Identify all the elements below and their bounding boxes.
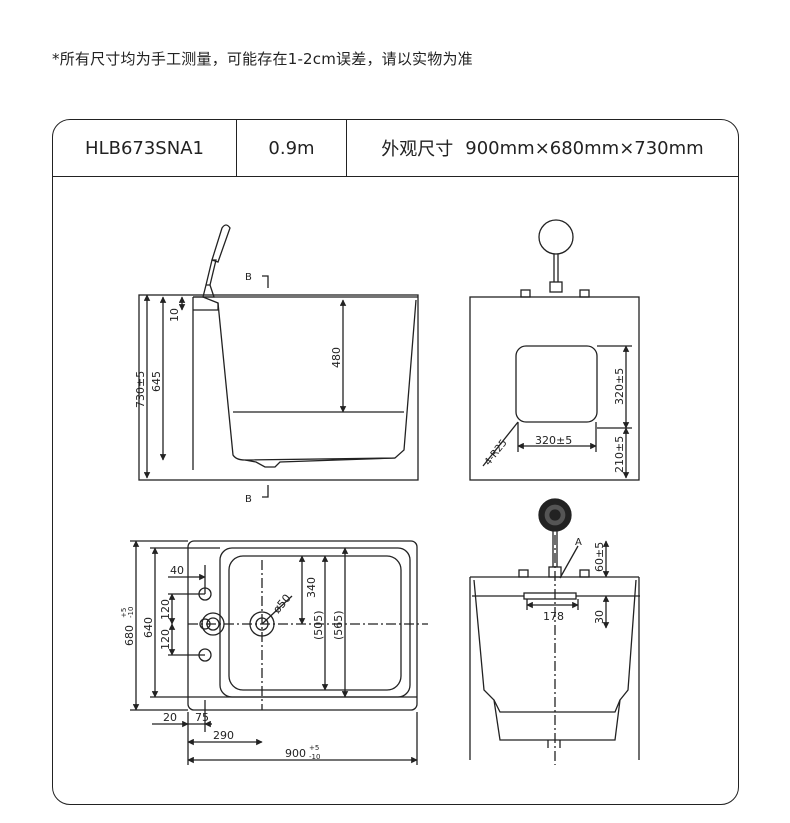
tub-size: 0.9m <box>237 120 347 176</box>
dim-730: 730±5 <box>134 371 147 408</box>
dim-680-tol-minus: -10 <box>127 607 135 618</box>
dim-505: (505) <box>312 610 325 640</box>
dim-290: 290 <box>213 729 234 742</box>
dim-680: 680 <box>123 625 136 646</box>
shower-head-icon-section <box>538 498 572 578</box>
measurement-note: *所有尺寸均为手工测量，可能存在1-2cm误差，请以实物为准 <box>52 50 473 68</box>
dim-120-upper: 120 <box>159 599 172 620</box>
dim-75: 75 <box>195 711 209 724</box>
section-marker-top <box>262 275 269 288</box>
dim-10: 10 <box>168 308 181 322</box>
dim-60: 60±5 <box>593 542 606 572</box>
tub-basin <box>228 555 402 691</box>
section-label-a: A <box>575 537 582 548</box>
hand-shower-icon <box>202 224 231 298</box>
front-view <box>469 219 640 481</box>
dim-900: 900 <box>285 747 306 760</box>
dim-320-height: 320±5 <box>613 368 626 405</box>
dim-680-tol-plus: +5 <box>120 608 128 618</box>
section-view <box>469 498 640 765</box>
dim-645: 645 <box>150 371 163 392</box>
side-view-outline <box>138 294 419 481</box>
dim-40: 40 <box>170 564 184 577</box>
dim-900-tol-plus: +5 <box>309 744 319 752</box>
section-marker-bottom <box>262 485 269 498</box>
dim-178: 178 <box>543 610 564 623</box>
dim-900-tol-minus: -10 <box>309 753 320 761</box>
outer-dimensions: 外观尺寸 900mm×680mm×730mm <box>347 120 738 176</box>
section-label-top: B <box>245 272 252 283</box>
outer-dimensions-label: 外观尺寸 <box>381 139 454 160</box>
dim-320-width: 320±5 <box>535 434 572 447</box>
dim-340: 340 <box>305 577 318 598</box>
shower-head-icon <box>538 219 574 293</box>
top-view <box>130 540 428 765</box>
front-view-outline <box>469 296 640 481</box>
side-view <box>138 224 419 498</box>
top-view-outline <box>187 540 418 711</box>
dim-480: 480 <box>330 347 343 368</box>
spec-header-row: HLB673SNA1 0.9m 外观尺寸 900mm×680mm×730mm <box>53 120 738 177</box>
dim-640: 640 <box>142 617 155 638</box>
dim-565: (565) <box>332 610 345 640</box>
model-number: HLB673SNA1 <box>53 120 237 176</box>
access-panel-opening <box>515 345 598 423</box>
outer-dimensions-value: 900mm×680mm×730mm <box>465 137 704 159</box>
dim-radius: 4-R25 <box>483 438 510 468</box>
dim-120-lower: 120 <box>159 629 172 650</box>
overflow-bar <box>523 592 577 600</box>
dim-210: 210±5 <box>613 436 626 473</box>
dim-20: 20 <box>163 711 177 724</box>
spec-card: HLB673SNA1 0.9m 外观尺寸 900mm×680mm×730mm <box>52 119 739 805</box>
dim-30: 30 <box>593 610 606 624</box>
section-label-bottom: B <box>245 494 252 505</box>
